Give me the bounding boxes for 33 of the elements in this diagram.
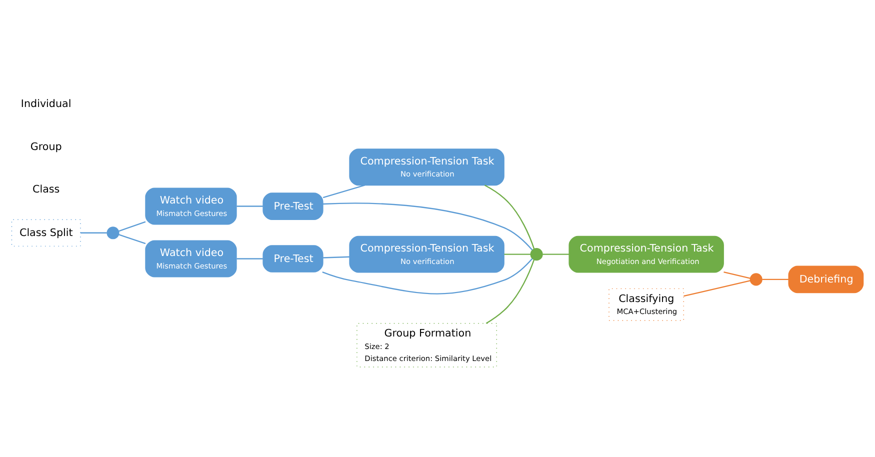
connector	[486, 258, 535, 324]
connector	[684, 280, 750, 296]
node-box: Watch video Mismatch Gestures	[145, 240, 237, 277]
node-box: Compression-Tension Task No verification	[349, 148, 504, 186]
label: Group	[30, 140, 62, 152]
connector	[542, 253, 569, 254]
node-box: Pre-Test	[262, 192, 324, 220]
node-box: Pre-Test	[262, 244, 324, 272]
connector	[724, 271, 750, 278]
node-box: Compression-Tension Task Negotiation and Verification	[568, 235, 724, 272]
connector	[322, 258, 533, 294]
node-box: Compression-Tension Task No verification	[349, 235, 504, 272]
node-circle	[106, 226, 120, 239]
node-box: Classifying MCA+Clustering	[608, 288, 684, 320]
node-circle	[750, 272, 762, 286]
node-box: Group Formation Size: 2 Distance criterion: Similarity Level	[356, 322, 497, 367]
node-box: Watch video Mismatch Gestures	[145, 187, 237, 224]
connector	[118, 234, 146, 244]
label: Individual	[20, 97, 72, 110]
connector	[118, 220, 146, 232]
connector	[762, 278, 789, 280]
connector	[323, 256, 350, 258]
node-box: Class Split	[11, 218, 81, 246]
connector	[322, 202, 533, 250]
connector	[80, 232, 107, 233]
node-circle	[530, 248, 543, 260]
node-box: Debriefing	[788, 265, 864, 293]
connector	[322, 184, 365, 198]
connector	[236, 258, 263, 259]
label: Class	[32, 183, 60, 196]
connector	[504, 253, 530, 254]
connector	[484, 184, 535, 249]
connector	[236, 205, 263, 206]
